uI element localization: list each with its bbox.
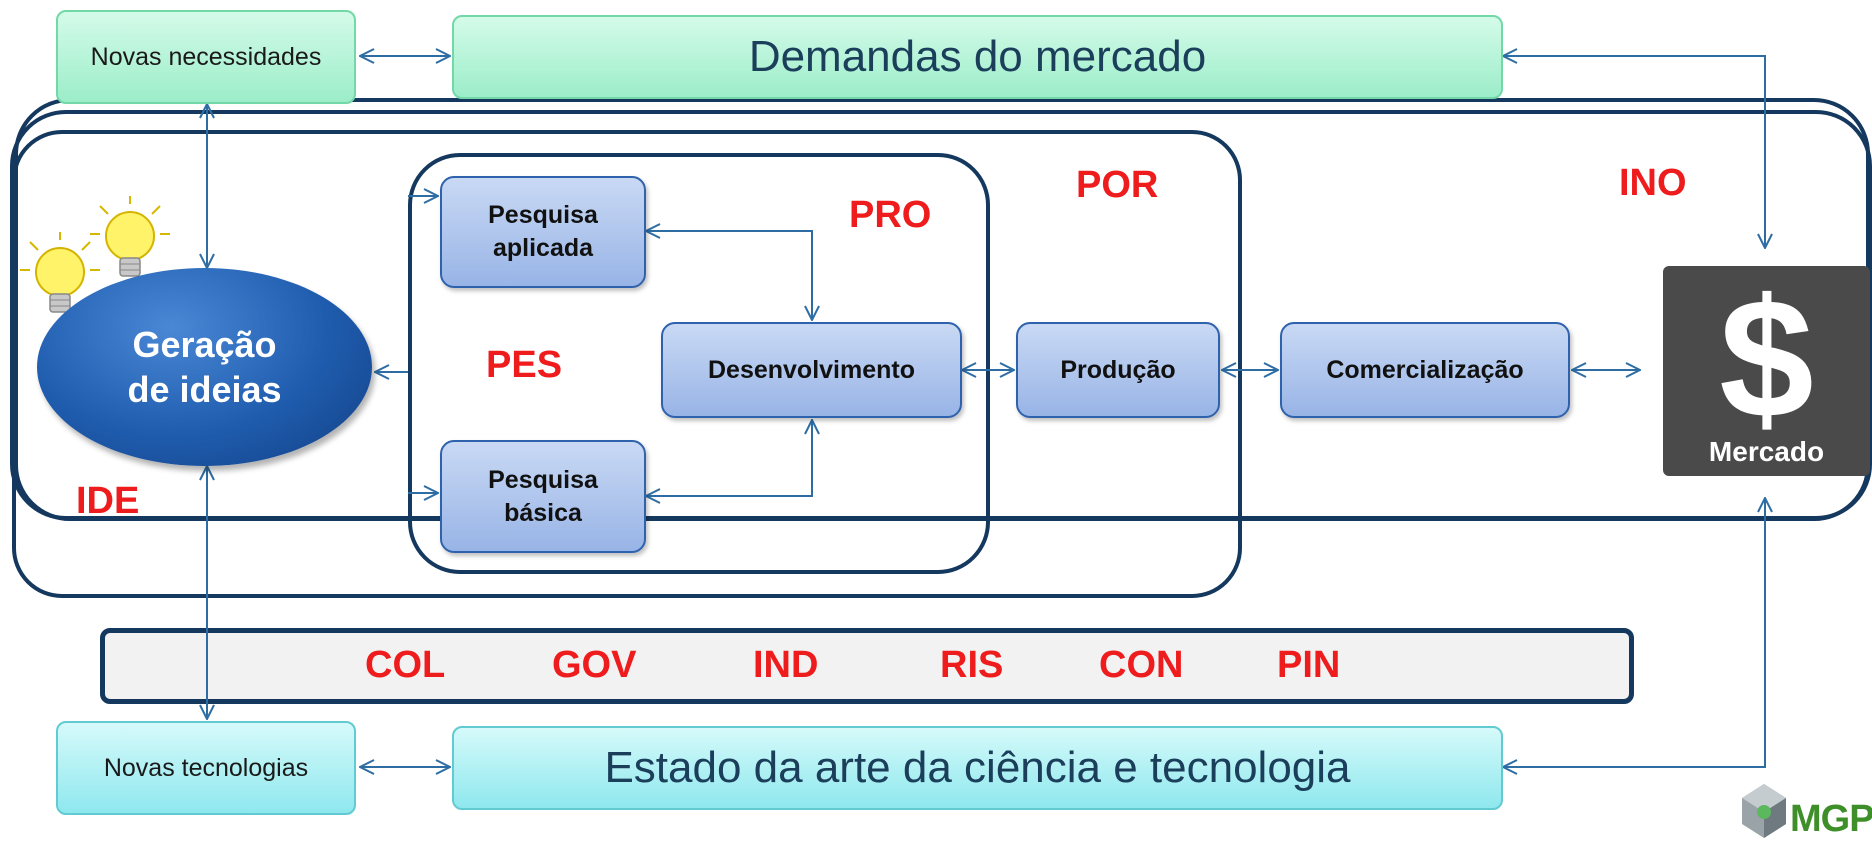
tag-ino: INO: [1619, 162, 1687, 204]
state-of-art-box: Estado da arte da ciência e tecnologia: [452, 726, 1503, 810]
logo-icon: [1742, 784, 1786, 838]
new-technologies-box: Novas tecnologias: [56, 721, 356, 815]
bar-tag: IND: [753, 644, 819, 686]
new-needs-box: Novas necessidades: [56, 10, 356, 104]
idea-generation-label: Geração de ideias: [127, 324, 282, 410]
bar-tag: GOV: [552, 644, 637, 686]
bar-tag: CON: [1099, 644, 1184, 686]
bar-tag: COL: [365, 644, 446, 686]
dollar-icon: $: [1719, 264, 1814, 454]
light-bulb-icon: [20, 232, 100, 313]
basic-research-box: Pesquisa básica: [440, 440, 646, 553]
market-label: Mercado: [1708, 436, 1825, 467]
tag-ide: IDE: [76, 480, 140, 522]
light-bulb-icon: [90, 196, 170, 277]
development-box: Desenvolvimento: [661, 322, 962, 418]
tag-por: POR: [1076, 164, 1159, 206]
bar-tag: RIS: [940, 644, 1004, 686]
market-demands-box: Demandas do mercado: [452, 15, 1503, 99]
mgpdi-logo: MGPDI: [1738, 780, 1872, 864]
applied-research-box: Pesquisa aplicada: [440, 176, 646, 288]
bar-tag: PIN: [1277, 644, 1341, 686]
tag-pes: PES: [486, 344, 563, 386]
idea-generation-ellipse: Geração de ideias: [37, 268, 372, 466]
market-box: $ Mercado: [1663, 266, 1870, 476]
tag-pro: PRO: [849, 194, 932, 236]
commercialization-box: Comercialização: [1280, 322, 1570, 418]
logo-text: MGPDI: [1790, 798, 1872, 840]
factors-bar: [100, 628, 1634, 704]
production-box: Produção: [1016, 322, 1220, 418]
